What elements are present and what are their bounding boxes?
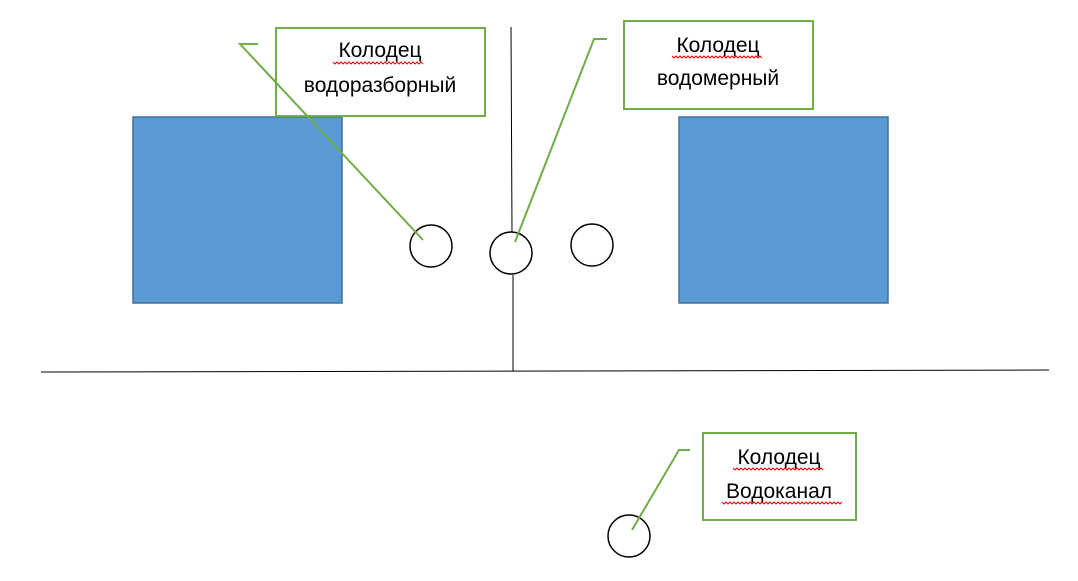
well-water-intake — [409, 224, 453, 268]
building-right — [678, 116, 889, 304]
building-left — [132, 116, 343, 304]
callout-leader — [237, 43, 424, 241]
callout-water-intake: Колодец водоразборный — [237, 27, 486, 241]
callout-line1: Колодец — [676, 34, 759, 57]
well-water-meter — [489, 231, 533, 275]
spellcheck-squiggle — [332, 61, 424, 65]
spellcheck-squiggle — [732, 467, 824, 471]
callout-line2: Водоканал — [726, 480, 832, 503]
pipe-vertical-upper — [510, 26, 513, 233]
main-pipe-horizontal — [40, 369, 1050, 373]
callout-leader — [631, 449, 690, 531]
callout-line2: водоразборный — [304, 74, 456, 97]
callout-line1: Колодец — [338, 39, 421, 62]
callout-line2: водомерный — [657, 67, 779, 90]
spellcheck-squiggle — [671, 55, 763, 59]
callout-leader — [514, 38, 607, 243]
callout-water-meter: Колодец водомерный — [514, 20, 814, 243]
spellcheck-squiggle — [721, 501, 843, 505]
callout-vodokanal: Колодец Водоканал — [631, 432, 857, 531]
well-unlabeled — [570, 223, 614, 267]
well-vodokanal — [607, 514, 651, 558]
callout-line1: Колодец — [737, 446, 820, 469]
